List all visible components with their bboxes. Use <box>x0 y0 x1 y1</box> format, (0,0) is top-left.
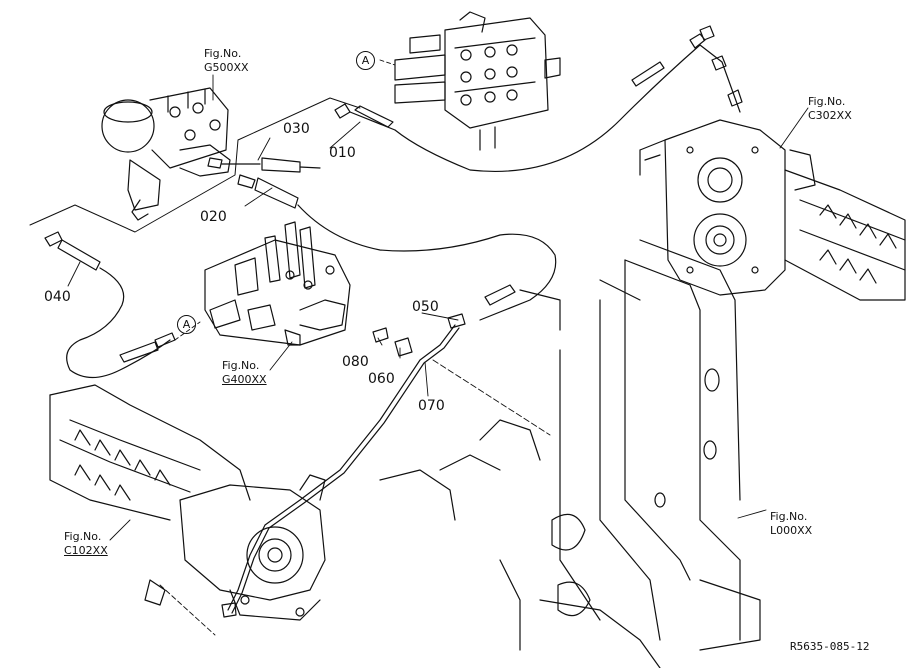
front-axle <box>50 385 325 620</box>
part-label-080: 080 <box>342 354 369 370</box>
pipe-070 <box>222 325 459 617</box>
part-label-070: 070 <box>418 398 445 414</box>
connection-marker-a-top: A <box>356 51 375 70</box>
leader-lines <box>68 60 808 635</box>
fittings-050-060-080 <box>373 314 465 356</box>
fig-ref-c102-title: Fig.No. <box>64 530 102 543</box>
fig-ref-g500-number: G500XX <box>204 60 249 74</box>
fig-ref-c302-title: Fig.No. <box>808 95 846 108</box>
part-label-060: 060 <box>368 371 395 387</box>
chassis-frame <box>380 240 760 668</box>
top-control-valve <box>395 12 560 150</box>
part-label-010: 010 <box>329 145 356 161</box>
lower-control-valve <box>205 222 350 345</box>
drawing-code: R5635-085-12 <box>790 640 870 653</box>
accumulator-valve-block <box>102 88 230 220</box>
fig-ref-l000-number: L000XX <box>770 523 813 537</box>
fig-ref-c102-number: C102XX <box>64 543 108 557</box>
part-label-030: 030 <box>283 121 310 137</box>
hose-030 <box>208 158 320 172</box>
fig-ref-g400-number: G400XX <box>222 372 267 386</box>
part-label-050: 050 <box>412 299 439 315</box>
hose-020 <box>238 175 556 320</box>
top-right-fittings <box>700 26 742 112</box>
g500-boundary-line <box>30 98 360 232</box>
part-label-020: 020 <box>200 209 227 225</box>
fig-ref-g400-title: Fig.No. <box>222 359 260 372</box>
fig-ref-g500: Fig.No. G500XX <box>204 47 249 75</box>
fig-ref-g500-title: Fig.No. <box>204 47 242 60</box>
fig-ref-c302: Fig.No. C302XX <box>808 95 852 123</box>
connection-marker-a-lower: A <box>177 315 196 334</box>
fig-ref-l000: Fig.No. L000XX <box>770 510 812 538</box>
fig-ref-l000-title: Fig.No. <box>770 510 808 523</box>
fig-ref-c302-number: C302XX <box>808 108 852 122</box>
fig-ref-g400: Fig.No. G400XX <box>222 359 267 387</box>
fig-ref-c102: Fig.No. C102XX <box>64 530 108 558</box>
part-label-040: 040 <box>44 289 71 305</box>
hose-010 <box>335 34 705 171</box>
hose-040 <box>45 232 175 378</box>
right-axle-housing <box>640 120 905 300</box>
